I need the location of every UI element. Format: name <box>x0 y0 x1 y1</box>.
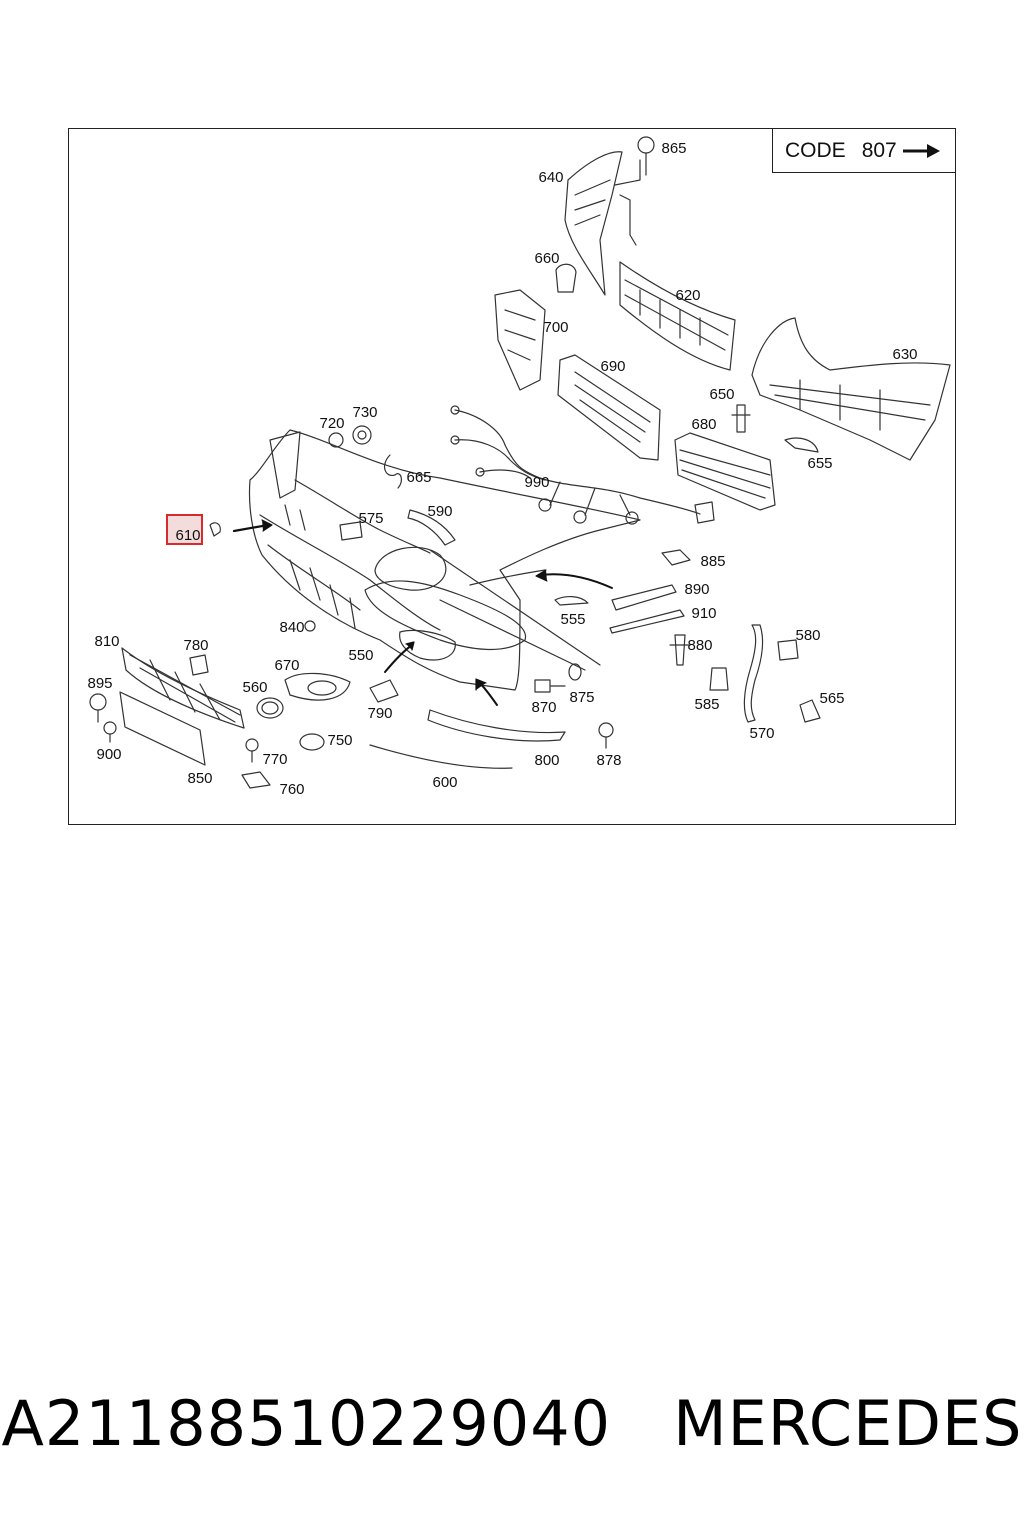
highlighted-part-box <box>166 514 203 545</box>
part-label-870: 870 <box>531 699 556 716</box>
part-label-670: 670 <box>274 657 299 674</box>
part-label-760: 760 <box>279 781 304 798</box>
part-label-885: 885 <box>700 553 725 570</box>
part-label-650: 650 <box>709 386 734 403</box>
part-label-640: 640 <box>538 169 563 186</box>
part-label-878: 878 <box>596 752 621 769</box>
part-number-line: A21188510229040 MERCEDES <box>0 1378 1024 1468</box>
part-label-620: 620 <box>675 287 700 304</box>
part-label-575: 575 <box>358 510 383 527</box>
part-label-700: 700 <box>543 319 568 336</box>
part-label-840: 840 <box>279 619 304 636</box>
part-label-665: 665 <box>406 469 431 486</box>
part-label-680: 680 <box>691 416 716 433</box>
impact-beam <box>619 261 736 371</box>
part-label-560: 560 <box>242 679 267 696</box>
part-label-555: 555 <box>560 611 585 628</box>
code-label: CODE <box>785 138 846 162</box>
part-label-850: 850 <box>187 770 212 787</box>
part-label-865: 865 <box>661 140 686 157</box>
brand-name: MERCEDES <box>673 1386 1023 1460</box>
part-label-585: 585 <box>694 696 719 713</box>
part-label-660: 660 <box>534 250 559 267</box>
part-label-900: 900 <box>96 746 121 763</box>
part-label-770: 770 <box>262 751 287 768</box>
part-label-720: 720 <box>319 415 344 432</box>
part-label-590: 590 <box>427 503 452 520</box>
bracket-left <box>564 151 623 296</box>
part-label-990: 990 <box>524 474 549 491</box>
part-label-565: 565 <box>819 690 844 707</box>
code-box: CODE 807 <box>772 128 956 173</box>
part-label-690: 690 <box>600 358 625 375</box>
part-label-810: 810 <box>94 633 119 650</box>
code-number: 807 <box>861 138 897 162</box>
bumper-cover <box>248 429 641 691</box>
right-arrow-icon <box>902 143 940 158</box>
part-label-800: 800 <box>534 752 559 769</box>
diagram-frame <box>68 128 956 825</box>
part-label-570: 570 <box>749 725 774 742</box>
part-label-630: 630 <box>892 346 917 363</box>
part-label-610: 610 <box>175 527 200 544</box>
part-label-910: 910 <box>691 605 716 622</box>
part-label-600: 600 <box>432 774 457 791</box>
part-label-550: 550 <box>348 647 373 664</box>
part-label-780: 780 <box>183 637 208 654</box>
part-label-890: 890 <box>684 581 709 598</box>
part-label-875: 875 <box>569 689 594 706</box>
part-number: A21188510229040 <box>1 1386 612 1460</box>
part-label-895: 895 <box>87 675 112 692</box>
part-label-790: 790 <box>367 705 392 722</box>
lower-grille <box>121 647 245 729</box>
cable-harness <box>454 409 701 515</box>
part-label-655: 655 <box>807 455 832 472</box>
part-label-730: 730 <box>352 404 377 421</box>
part-label-580: 580 <box>795 627 820 644</box>
parts-drawing: 865 640 660 620 700 690 630 650 680 655 720 730 665 9… <box>87 136 951 798</box>
part-label-880: 880 <box>687 637 712 654</box>
part-label-750: 750 <box>327 732 352 749</box>
